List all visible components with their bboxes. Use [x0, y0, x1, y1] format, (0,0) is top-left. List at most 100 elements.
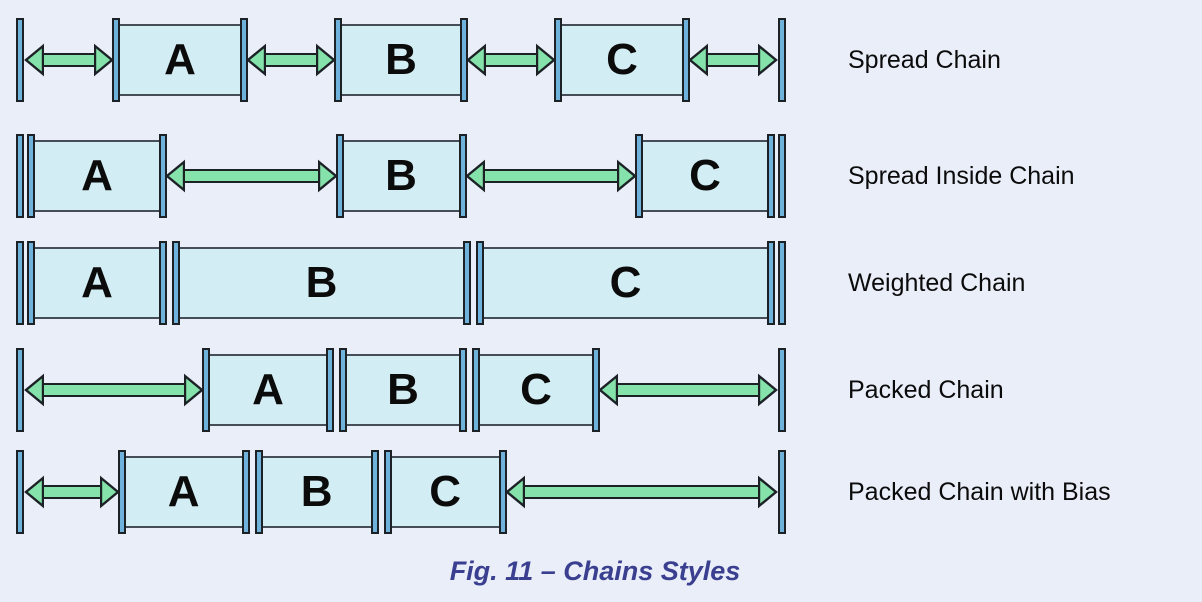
- widget-edge-bar-left: [334, 18, 342, 102]
- parent-anchor-bar-right: [778, 134, 786, 218]
- arrow-head-left-icon: [466, 43, 486, 77]
- widget-edge-bar-right: [767, 134, 775, 218]
- parent-anchor-bar-right: [778, 450, 786, 534]
- widget-box-a: A: [27, 134, 167, 218]
- double-headed-arrow: [246, 43, 336, 77]
- double-headed-arrow: [165, 159, 338, 193]
- arrow-head-left-icon: [504, 475, 525, 509]
- widget-edge-bar-right: [159, 241, 167, 325]
- arrow-head-right-icon: [758, 373, 778, 407]
- widget-edge-bar-right: [460, 18, 468, 102]
- widget-letter: C: [689, 151, 721, 200]
- widget-letter: B: [387, 365, 419, 414]
- arrow-shaft: [483, 53, 539, 67]
- chain-style-label: Spread Chain: [848, 45, 1001, 74]
- arrow-head-right-icon: [758, 475, 778, 509]
- arrow-head-left-icon: [246, 43, 266, 77]
- widget-letter: B: [300, 467, 333, 516]
- widget-edge-bar-left: [27, 241, 35, 325]
- widget-letter: B: [385, 35, 417, 84]
- chain-row-weighted: A B C Weighted Chain: [16, 241, 1025, 325]
- widget-box-c: C: [383, 450, 507, 534]
- widget-box-b: B: [334, 18, 468, 102]
- arrow-head-right-icon: [317, 159, 338, 193]
- widget-edge-bar-right: [767, 241, 775, 325]
- chain-diagram-weighted: A B C: [16, 241, 786, 325]
- arrow-shaft: [41, 53, 97, 67]
- widget-edge-bar-left: [117, 450, 126, 534]
- chain-diagram-spread-inside: A B C: [16, 134, 786, 218]
- arrow-head-right-icon: [758, 43, 778, 77]
- widget-box-b: B: [335, 134, 467, 218]
- arrow-head-right-icon: [184, 373, 204, 407]
- arrow-shaft: [521, 485, 761, 499]
- widget-letter: C: [606, 35, 638, 84]
- arrow-shaft: [481, 169, 620, 183]
- widget-box-c: C: [472, 348, 600, 432]
- parent-anchor-bar-left: [16, 241, 24, 325]
- widget-edge-bar-left: [472, 348, 480, 432]
- chain-row-spread: A B C: [16, 18, 1001, 102]
- widget-edge-bar-right: [240, 18, 248, 102]
- arrow-head-left-icon: [688, 43, 708, 77]
- widget-box-c: C: [635, 134, 775, 218]
- widget-letter: B: [305, 258, 338, 307]
- parent-anchor-bar-left: [16, 134, 24, 218]
- widget-edge-bar-left: [635, 134, 643, 218]
- chain-diagram-packed: A B C: [16, 348, 786, 432]
- widget-letter: C: [609, 258, 642, 307]
- arrow-shaft: [41, 383, 187, 397]
- parent-anchor-bar-right: [778, 18, 786, 102]
- widget-box-b: B: [254, 450, 379, 534]
- widget-letter: B: [385, 151, 417, 200]
- arrow-head-left-icon: [165, 159, 185, 193]
- double-headed-arrow: [24, 475, 120, 509]
- widget-edge-bar-left: [554, 18, 562, 102]
- arrow-head-right-icon: [617, 159, 637, 193]
- widget-box-b: B: [339, 348, 467, 432]
- widget-letter: C: [429, 467, 462, 516]
- double-headed-arrow: [598, 373, 778, 407]
- widget-letter: A: [164, 35, 196, 84]
- parent-anchor-bar-right: [778, 348, 786, 432]
- parent-anchor-bar-left: [16, 450, 24, 534]
- double-headed-arrow: [466, 43, 556, 77]
- arrow-head-right-icon: [536, 43, 556, 77]
- chain-row-packed-bias: A B C Packed Chain with Bias: [16, 450, 1111, 534]
- arrow-head-left-icon: [24, 373, 44, 407]
- arrow-shaft: [182, 169, 321, 183]
- arrow-shaft: [41, 485, 103, 499]
- parent-anchor-bar-left: [16, 348, 24, 432]
- figure-caption: Fig. 11 – Chains Styles: [449, 556, 741, 586]
- parent-anchor-bar-left: [16, 18, 24, 102]
- widget-edge-bar-right: [459, 348, 467, 432]
- arrow-shaft: [705, 53, 761, 67]
- widget-edge-bar-left: [112, 18, 120, 102]
- widget-letter: A: [81, 151, 113, 200]
- chain-style-label: Packed Chain: [848, 375, 1004, 404]
- widget-edge-bar-left: [202, 348, 210, 432]
- chain-row-packed: A B C Packed Chain: [16, 348, 1004, 432]
- arrow-shaft: [615, 383, 761, 397]
- arrow-head-left-icon: [598, 373, 618, 407]
- chain-style-label: Spread Inside Chain: [848, 161, 1075, 190]
- chain-row-spread-inside: A B C: [16, 134, 1075, 218]
- double-headed-arrow: [24, 373, 204, 407]
- chain-diagram-packed-bias: A B C: [16, 450, 786, 534]
- widget-box-a: A: [117, 450, 250, 534]
- arrow-head-left-icon: [464, 159, 485, 193]
- widget-edge-bar-left: [339, 348, 347, 432]
- widget-box-b: B: [172, 241, 471, 325]
- arrow-head-right-icon: [94, 43, 114, 77]
- widget-letter: C: [520, 365, 552, 414]
- widget-edge-bar-left: [27, 134, 35, 218]
- double-headed-arrow: [504, 475, 778, 509]
- widget-edge-bar-right: [241, 450, 250, 534]
- widget-edge-bar-left: [383, 450, 392, 534]
- arrow-head-right-icon: [316, 43, 336, 77]
- double-headed-arrow: [688, 43, 778, 77]
- widget-edge-bar-right: [159, 134, 167, 218]
- widget-letter: A: [252, 365, 284, 414]
- widget-edge-bar-right: [592, 348, 600, 432]
